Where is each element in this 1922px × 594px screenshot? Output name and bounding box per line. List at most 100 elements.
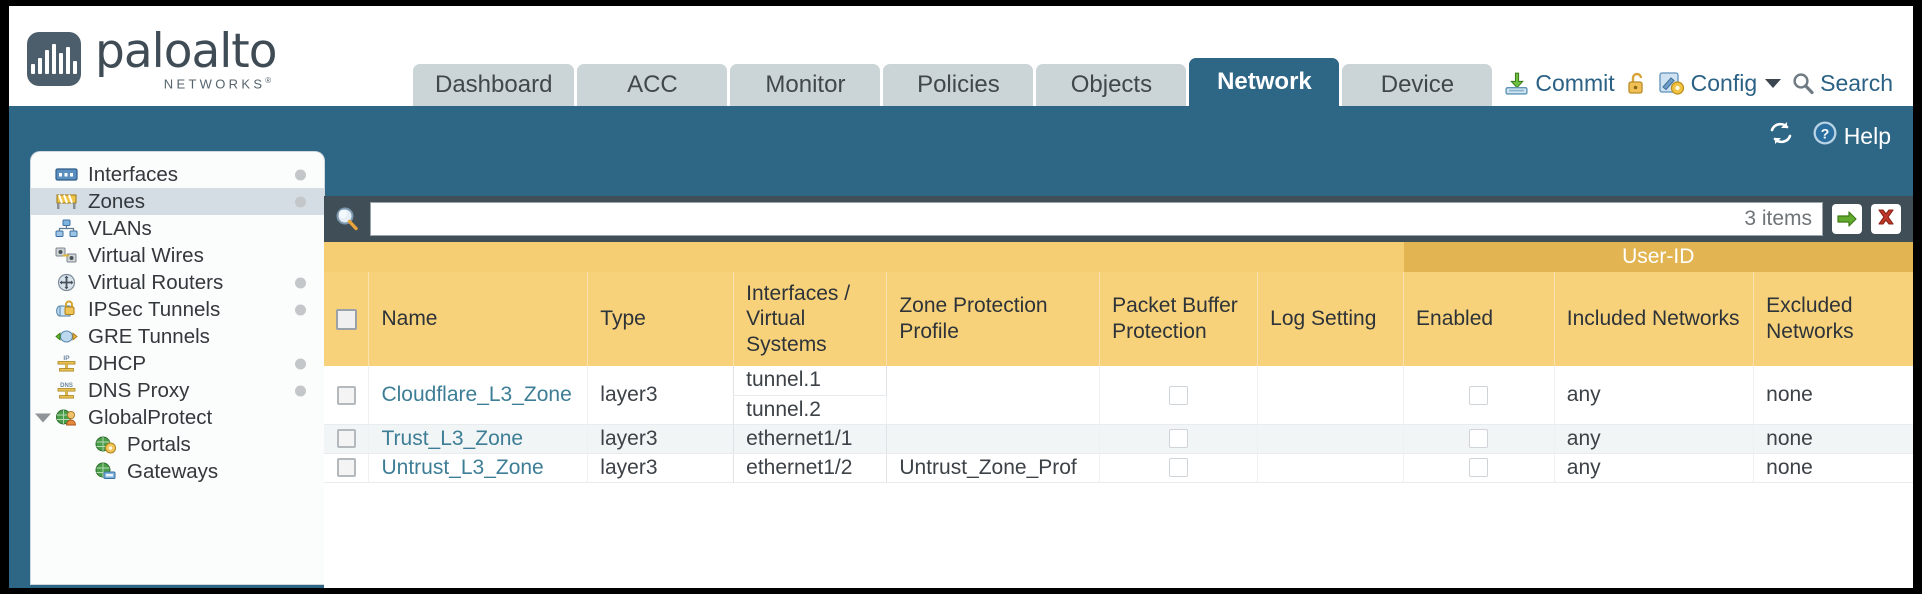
sidebar-item-label: Virtual Routers: [88, 270, 224, 294]
zone-name-link[interactable]: Untrust_L3_Zone: [368, 453, 588, 483]
sidebar-item-portals[interactable]: Portals: [31, 431, 324, 458]
refresh-icon[interactable]: [1768, 120, 1794, 152]
excluded-networks-cell: none: [1753, 453, 1913, 483]
tab-network[interactable]: Network: [1189, 58, 1340, 106]
excluded-networks-text: none: [1766, 426, 1813, 450]
tab-monitor[interactable]: Monitor: [730, 64, 881, 106]
clear-filter-button[interactable]: [1871, 204, 1901, 234]
column-header-interfaces[interactable]: Interfaces / Virtual Systems: [733, 272, 887, 366]
lock-button[interactable]: [1626, 71, 1648, 96]
dhcp-icon: IP: [54, 353, 79, 374]
table-head: User-ID Name Type Interfaces / Virtual S…: [324, 242, 1913, 366]
column-header-userid-enabled[interactable]: Enabled: [1403, 272, 1555, 366]
userid-enabled-cell[interactable]: [1403, 424, 1555, 454]
zone-protection-profile-text: Untrust_Zone_Prof: [899, 455, 1077, 479]
table-row[interactable]: tunnel.2: [324, 395, 1913, 425]
interface-cell: tunnel.2: [733, 395, 888, 425]
gre-tunnels-icon: [54, 326, 79, 347]
column-header-name[interactable]: Name: [368, 272, 588, 366]
included-networks-cell: any: [1553, 453, 1754, 483]
config-gear-icon: [1658, 71, 1685, 96]
filter-input[interactable]: 3 items: [370, 202, 1823, 236]
disclosure-triangle-icon[interactable]: [35, 413, 51, 422]
sidebar-item-virtual-wires[interactable]: Virtual Wires: [31, 242, 324, 269]
tab-objects[interactable]: Objects: [1036, 64, 1187, 106]
column-header-type[interactable]: Type: [587, 272, 734, 366]
zone-name-link-text: Untrust_L3_Zone: [381, 455, 544, 479]
help-button[interactable]: ? Help: [1812, 120, 1891, 152]
select-all-header[interactable]: [324, 272, 369, 366]
row-checkbox[interactable]: [336, 385, 356, 405]
filter-search-icon[interactable]: [333, 205, 361, 233]
column-header-row: Name Type Interfaces / Virtual Systems Z…: [324, 272, 1913, 366]
group-header-spacer: [324, 242, 1404, 272]
sidebar-item-label: IPSec Tunnels: [88, 297, 221, 321]
row-select-cell[interactable]: [324, 453, 369, 483]
row-checkbox[interactable]: [336, 458, 356, 478]
zones-icon: [54, 191, 79, 212]
row-select-cell[interactable]: [324, 366, 369, 425]
column-header-log-setting[interactable]: Log Setting: [1257, 272, 1404, 366]
commit-button[interactable]: Commit: [1504, 70, 1615, 97]
column-header-included-networks[interactable]: Included Networks: [1553, 272, 1754, 366]
excluded-networks-cell: none: [1753, 424, 1913, 454]
tab-device[interactable]: Device: [1342, 64, 1493, 106]
row-select-cell[interactable]: [324, 424, 369, 454]
column-header-zone-protection-profile[interactable]: Zone Protection Profile: [886, 272, 1100, 366]
help-label: Help: [1843, 122, 1891, 149]
search-button[interactable]: Search: [1792, 70, 1893, 97]
brand-tagline: NETWORKS®: [163, 76, 275, 92]
column-header-packet-buffer-protection[interactable]: Packet Buffer Protection: [1099, 272, 1258, 366]
apply-filter-button[interactable]: [1832, 204, 1862, 234]
select-all-checkbox[interactable]: [335, 309, 357, 331]
packet-buffer-protection-checkbox[interactable]: [1169, 385, 1189, 405]
userid-enabled-checkbox[interactable]: [1469, 385, 1489, 405]
packet-buffer-protection-cell[interactable]: [1099, 453, 1258, 483]
log-setting-cell: [1257, 424, 1404, 454]
packet-buffer-protection-checkbox[interactable]: [1169, 458, 1189, 478]
tab-acc[interactable]: ACC: [577, 64, 728, 106]
sidebar-item-globalprotect[interactable]: GlobalProtect: [31, 404, 324, 431]
sidebar-item-zones[interactable]: Zones: [31, 188, 324, 215]
userid-enabled-checkbox[interactable]: [1469, 458, 1489, 478]
sidebar-item-interfaces[interactable]: Interfaces: [31, 161, 324, 188]
sidebar-item-label: Portals: [127, 432, 191, 456]
sidebar-item-label: DNS Proxy: [88, 378, 190, 402]
sidebar-item-label: VLANs: [88, 216, 152, 240]
sidebar-item-status-dot: [295, 277, 306, 288]
column-header-excluded-networks[interactable]: Excluded Networks: [1753, 272, 1913, 366]
sidebar-item-vlans[interactable]: VLANs: [31, 215, 324, 242]
tab-policies[interactable]: Policies: [883, 64, 1034, 106]
packet-buffer-protection-cell[interactable]: [1099, 366, 1258, 425]
row-checkbox[interactable]: [336, 429, 356, 449]
userid-enabled-checkbox[interactable]: [1469, 429, 1489, 449]
sidebar-item-status-dot: [295, 358, 306, 369]
sidebar-item-gre-tunnels[interactable]: GRE Tunnels: [31, 323, 324, 350]
sidebar-item-gateways[interactable]: Gateways: [31, 458, 324, 485]
sidebar-item-label: Gateways: [127, 459, 219, 483]
sidebar-item-label: Interfaces: [88, 162, 179, 186]
sidebar-item-virtual-routers[interactable]: Virtual Routers: [31, 269, 324, 296]
zone-protection-profile-cell: [886, 424, 1100, 454]
search-label: Search: [1820, 70, 1893, 96]
userid-enabled-cell[interactable]: [1403, 453, 1555, 483]
packet-buffer-protection-cell[interactable]: [1099, 424, 1258, 454]
zone-name-link[interactable]: Trust_L3_Zone: [368, 424, 588, 454]
virtual-wires-icon: [54, 245, 79, 266]
zones-table: User-ID Name Type Interfaces / Virtual S…: [324, 242, 1913, 483]
packet-buffer-protection-checkbox[interactable]: [1169, 429, 1189, 449]
interface-cell: ethernet1/2: [733, 453, 888, 483]
sidebar-item-ipsec-tunnels[interactable]: IPSec Tunnels: [31, 296, 324, 323]
config-menu[interactable]: Config: [1658, 70, 1782, 97]
zone-name-link-text: Cloudflare_L3_Zone: [381, 382, 572, 406]
userid-enabled-cell[interactable]: [1403, 366, 1555, 425]
chevron-down-icon: [1765, 79, 1782, 88]
zone-name-link[interactable]: Cloudflare_L3_Zone: [368, 366, 588, 425]
tab-dashboard[interactable]: Dashboard: [413, 64, 575, 106]
